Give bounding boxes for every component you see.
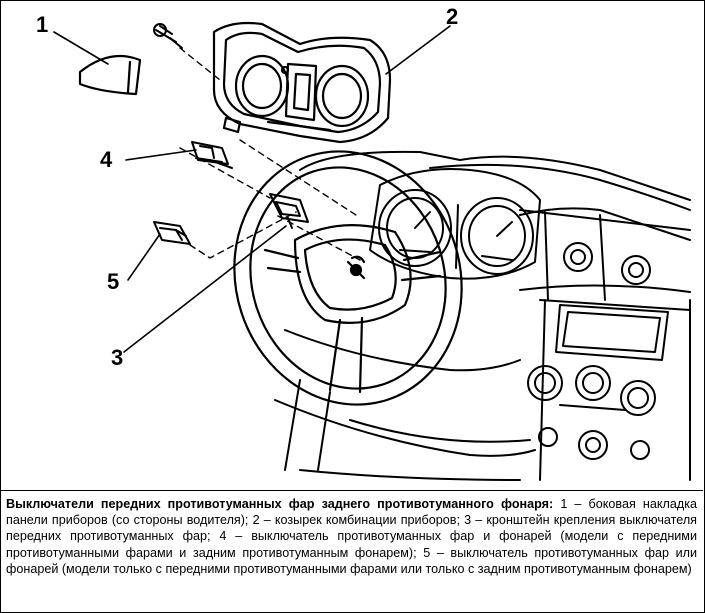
callout-1: 1 xyxy=(36,12,49,37)
alignment-lines xyxy=(179,47,361,261)
air-vents xyxy=(527,242,656,460)
figure-caption: Выключатели передних противотуманных фар… xyxy=(0,490,703,611)
side-trim-part xyxy=(78,54,142,96)
center-display xyxy=(555,304,669,411)
caption-paragraph: Выключатели передних противотуманных фар… xyxy=(6,496,697,577)
instrument-hood-part xyxy=(212,21,392,144)
dashboard-illustration xyxy=(53,21,691,481)
caption-body: 1 – боковая накладка панели приборов (со… xyxy=(6,497,698,576)
callout-5: 5 xyxy=(107,269,120,294)
dashboard-outline xyxy=(274,150,691,481)
background-gauges xyxy=(378,189,534,275)
callout-3: 3 xyxy=(111,345,124,370)
switch-bracket-3 xyxy=(269,193,309,229)
fog-switch-5 xyxy=(153,221,191,245)
steering-column xyxy=(284,379,331,471)
caption-title: Выключатели передних противотуманных фар… xyxy=(6,497,554,511)
fog-switch-4 xyxy=(191,141,233,169)
steering-wheel xyxy=(233,150,463,406)
screw-top xyxy=(153,23,183,49)
callout-4: 4 xyxy=(100,147,113,172)
leader-lines xyxy=(53,25,451,353)
callout-2: 2 xyxy=(446,4,459,29)
